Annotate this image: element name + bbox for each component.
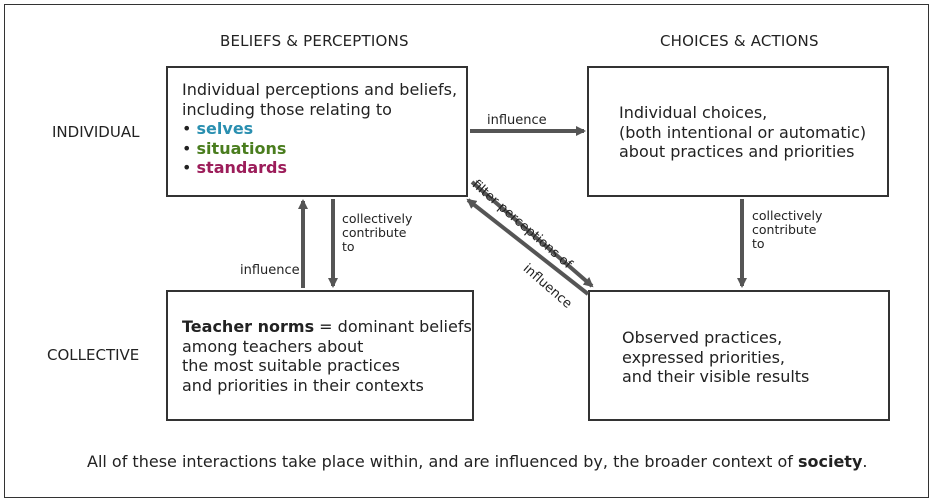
footer-society: society	[797, 452, 863, 471]
norms-line-2: among teachers about	[182, 336, 364, 356]
observed-line-2: expressed priorities,	[622, 347, 785, 367]
arrow-observed-to-beliefs	[466, 198, 590, 296]
arrow-beliefs-to-observed	[470, 180, 594, 288]
choices-box: Individual choices, (both intentional or…	[587, 66, 889, 197]
observed-practices-box: Observed practices, expressed priorities…	[588, 290, 890, 421]
beliefs-line-2: including those relating to	[182, 99, 392, 119]
label-top-influence: influence	[487, 113, 547, 128]
beliefs-line-1: Individual perceptions and beliefs,	[182, 80, 458, 99]
beliefs-box: Individual perceptions and beliefs, incl…	[166, 66, 468, 197]
choices-line-1: Individual choices,	[619, 103, 768, 122]
heading-choices-actions: CHOICES & ACTIONS	[660, 32, 819, 50]
norms-line-4: and priorities in their contexts	[182, 375, 424, 395]
bullet-selves-text: selves	[196, 119, 254, 138]
bullet-situations-text: situations	[196, 138, 287, 158]
heading-individual: INDIVIDUAL	[52, 123, 140, 141]
heading-collective: COLLECTIVE	[47, 346, 140, 364]
choices-line-3: about practices and priorities	[619, 142, 855, 161]
teacher-norms-term: Teacher norms	[182, 317, 315, 336]
teacher-norms-box: Teacher norms = dominant beliefs among t…	[166, 290, 474, 421]
bullet-standards-text: standards	[196, 158, 288, 177]
choices-line-2: (both intentional or automatic)	[619, 122, 867, 142]
norms-line-3: the most suitable practices	[182, 356, 400, 375]
observed-line-3: and their visible results	[622, 367, 810, 386]
label-left-contribute: collectively contribute to	[342, 211, 413, 254]
label-right-contribute: collectively contribute to	[752, 208, 823, 251]
bullet-selves: • selves	[182, 119, 254, 138]
bullet-situations: • situations	[182, 138, 287, 158]
observed-line-1: Observed practices,	[622, 328, 783, 347]
bullet-standards: • standards	[182, 158, 288, 177]
norms-line-1: Teacher norms = dominant beliefs	[182, 317, 472, 336]
footer-caption: All of these interactions take place wit…	[87, 452, 868, 471]
heading-beliefs-perceptions: BELIEFS & PERCEPTIONS	[220, 32, 409, 50]
label-left-influence: influence	[240, 263, 300, 278]
diagram-frame	[4, 4, 929, 498]
